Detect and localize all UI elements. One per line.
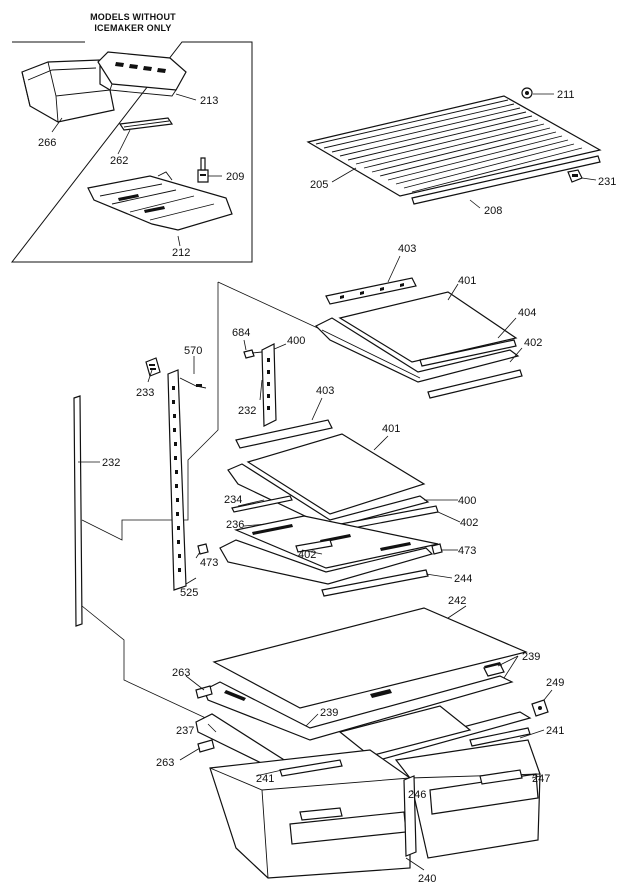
- callout-244: 244: [454, 573, 472, 585]
- sensor-209: [197, 157, 209, 183]
- support-frame-212: [87, 171, 233, 231]
- drawer-rail-241-left: [279, 759, 343, 777]
- callout-262: 262: [110, 155, 128, 167]
- screw-525: [185, 577, 197, 585]
- callout-234: 234: [224, 494, 242, 506]
- rail-232-center: [167, 369, 187, 591]
- crisper-drawer-left-240: [209, 749, 411, 879]
- callout-241-left: 241: [256, 773, 274, 785]
- trim-234: [231, 495, 293, 513]
- callout-205: 205: [310, 179, 328, 191]
- callout-211: 211: [557, 89, 575, 101]
- ring-211: [521, 87, 533, 99]
- callout-213: 213: [200, 95, 218, 107]
- rail-232-left: [73, 395, 83, 627]
- callout-401-upper: 401: [458, 275, 476, 287]
- wire-shelf-205: [306, 95, 602, 197]
- callout-249: 249: [546, 677, 564, 689]
- trim-404: [419, 339, 517, 367]
- callout-401-middle: 401: [382, 423, 400, 435]
- icemaker-inset: MODELS WITHOUT ICEMAKER ONLY: [10, 12, 253, 263]
- callout-232-left: 232: [102, 457, 120, 469]
- callout-473-right: 473: [458, 545, 476, 557]
- ice-tray-213: [97, 51, 187, 97]
- bracket-263-lower: [197, 739, 215, 753]
- clip-231: [567, 169, 583, 183]
- glass-shelf-401-middle: [246, 433, 426, 515]
- rail-244: [321, 569, 429, 597]
- callout-236: 236: [226, 519, 244, 531]
- callout-473-left: 473: [200, 557, 218, 569]
- callout-400-middle: 400: [458, 495, 476, 507]
- inset-title-line2: ICEMAKER ONLY: [94, 23, 171, 33]
- callout-231: 231: [598, 176, 616, 188]
- clip-239: [483, 663, 505, 677]
- callout-239-center: 239: [320, 707, 338, 719]
- callout-242: 242: [448, 595, 466, 607]
- callout-403-upper: 403: [398, 243, 416, 255]
- middle-shelf-assembly: [185, 419, 443, 597]
- callout-266: 266: [38, 137, 56, 149]
- projection-line-top: [217, 281, 323, 331]
- callout-263-upper: 263: [172, 667, 190, 679]
- drawer-divider-246: [403, 775, 417, 857]
- callout-246: 246: [408, 789, 426, 801]
- upper-shelf-assembly: [314, 277, 523, 399]
- crisper-glass-242: [212, 607, 528, 709]
- callout-400-upper: 400: [287, 335, 305, 347]
- wire-570: [179, 377, 207, 389]
- drawer-rail-241-right: [469, 727, 531, 747]
- callout-241-right: 241: [546, 725, 564, 737]
- callout-402-lower: 402: [298, 549, 316, 561]
- shelf-frame-236: [219, 515, 439, 585]
- callout-402-upper: 402: [524, 337, 542, 349]
- shelf-rail-403-middle: [235, 419, 333, 449]
- callout-402-middle: 402: [460, 517, 478, 529]
- callout-570: 570: [184, 345, 202, 357]
- callout-525: 525: [180, 587, 198, 599]
- wire-shelf-wires: [315, 99, 583, 193]
- rail-262: [118, 117, 174, 131]
- callout-403-middle: 403: [316, 385, 334, 397]
- projection-line-upper: [81, 282, 219, 541]
- callout-247: 247: [532, 773, 550, 785]
- callout-209: 209: [226, 171, 244, 183]
- callout-237: 237: [176, 725, 194, 737]
- ice-bin-266: [21, 59, 115, 123]
- callout-239-right: 239: [522, 651, 540, 663]
- callout-240: 240: [418, 873, 436, 885]
- callout-263-lower: 263: [156, 757, 174, 769]
- trim-402-lower: [295, 539, 333, 553]
- callout-233: 233: [136, 387, 154, 399]
- inset-frame: [10, 41, 253, 263]
- callout-684: 684: [232, 327, 250, 339]
- trim-208: [411, 155, 601, 205]
- bracket-263-upper: [195, 685, 213, 699]
- bracket-233: [145, 357, 161, 377]
- callout-232-right: 232: [238, 405, 256, 417]
- trim-402-upper: [427, 369, 523, 399]
- clip-249: [531, 699, 549, 717]
- callout-208: 208: [484, 205, 502, 217]
- inset-title-line1: MODELS WITHOUT: [90, 12, 176, 22]
- projection-line-lower: [81, 605, 211, 721]
- shelf-rail-403-upper: [325, 277, 417, 305]
- glass-shelf-401-upper: [338, 291, 518, 363]
- callout-404: 404: [518, 307, 536, 319]
- rail-232-right: [261, 343, 277, 427]
- shelf-frame-400-middle: [227, 463, 430, 529]
- clip-473-right: [431, 543, 443, 555]
- clip-473-left: [197, 543, 209, 555]
- callout-212: 212: [172, 247, 190, 259]
- shelf-frame-400-upper: [314, 317, 520, 383]
- crisper-drawer-right-240: [394, 739, 541, 859]
- screw-684: [243, 349, 263, 359]
